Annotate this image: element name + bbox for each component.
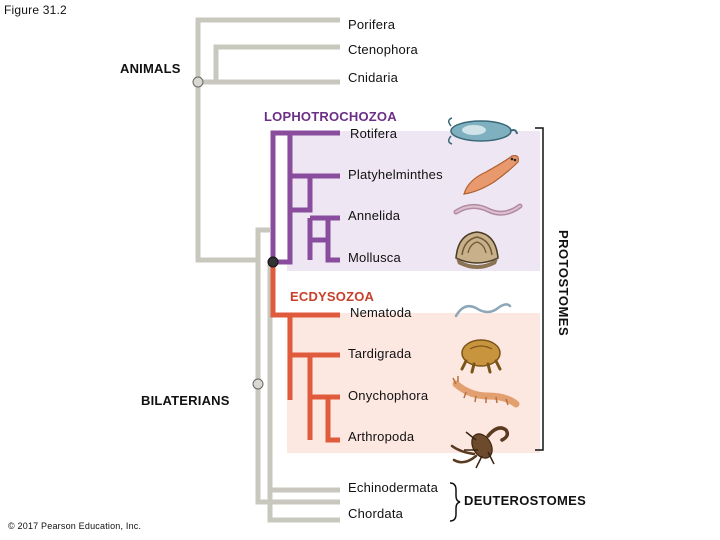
tardigrade-icon xyxy=(460,339,502,374)
base-branches xyxy=(195,17,340,523)
taxon-label-mollusca: Mollusca xyxy=(348,250,401,265)
animals-label: ANIMALS xyxy=(120,61,181,76)
copyright-notice: © 2017 Pearson Education, Inc. xyxy=(8,521,142,531)
protostomes-node xyxy=(267,256,279,268)
ecdysozoa-label: ECDYSOZOA xyxy=(290,289,375,304)
scorpion-icon xyxy=(450,426,510,469)
lophotrochozoa-label: LOPHOTROCHOZOA xyxy=(264,109,397,124)
taxon-label-porifera: Porifera xyxy=(348,17,396,32)
velvet-worm-icon xyxy=(452,376,520,408)
roundworm-icon xyxy=(454,303,512,318)
deuterostomes-brace xyxy=(449,482,461,522)
taxon-label-ctenophora: Ctenophora xyxy=(348,42,418,57)
earthworm-icon xyxy=(453,203,523,216)
animals-node xyxy=(192,76,204,88)
figure-label: Figure 31.2 xyxy=(4,3,67,17)
taxon-label-nematoda: Nematoda xyxy=(350,305,412,320)
rotifer-icon xyxy=(448,117,518,145)
taxon-label-echinodermata: Echinodermata xyxy=(348,480,439,495)
protostomes-label: PROTOSTOMES xyxy=(556,230,571,337)
bilaterians-label: BILATERIANS xyxy=(141,393,230,408)
taxon-label-onychophora: Onychophora xyxy=(348,388,429,403)
taxon-label-chordata: Chordata xyxy=(348,506,404,521)
flatworm-icon xyxy=(463,155,519,195)
deuterostomes-label: DEUTEROSTOMES xyxy=(464,493,587,508)
taxon-label-arthropoda: Arthropoda xyxy=(348,429,415,444)
taxon-label-cnidaria: Cnidaria xyxy=(348,70,399,85)
taxon-label-annelida: Annelida xyxy=(348,208,401,223)
protostomes-bracket xyxy=(535,127,544,451)
taxon-label-rotifera: Rotifera xyxy=(350,126,398,141)
clam-icon xyxy=(455,231,499,269)
ecdysozoa-branches xyxy=(270,262,340,443)
bilaterians-node xyxy=(252,378,264,390)
taxon-label-platyhelminthes: Platyhelminthes xyxy=(348,167,443,182)
taxon-label-tardigrada: Tardigrada xyxy=(348,346,412,361)
lophotrochozoa-branches xyxy=(270,130,340,265)
